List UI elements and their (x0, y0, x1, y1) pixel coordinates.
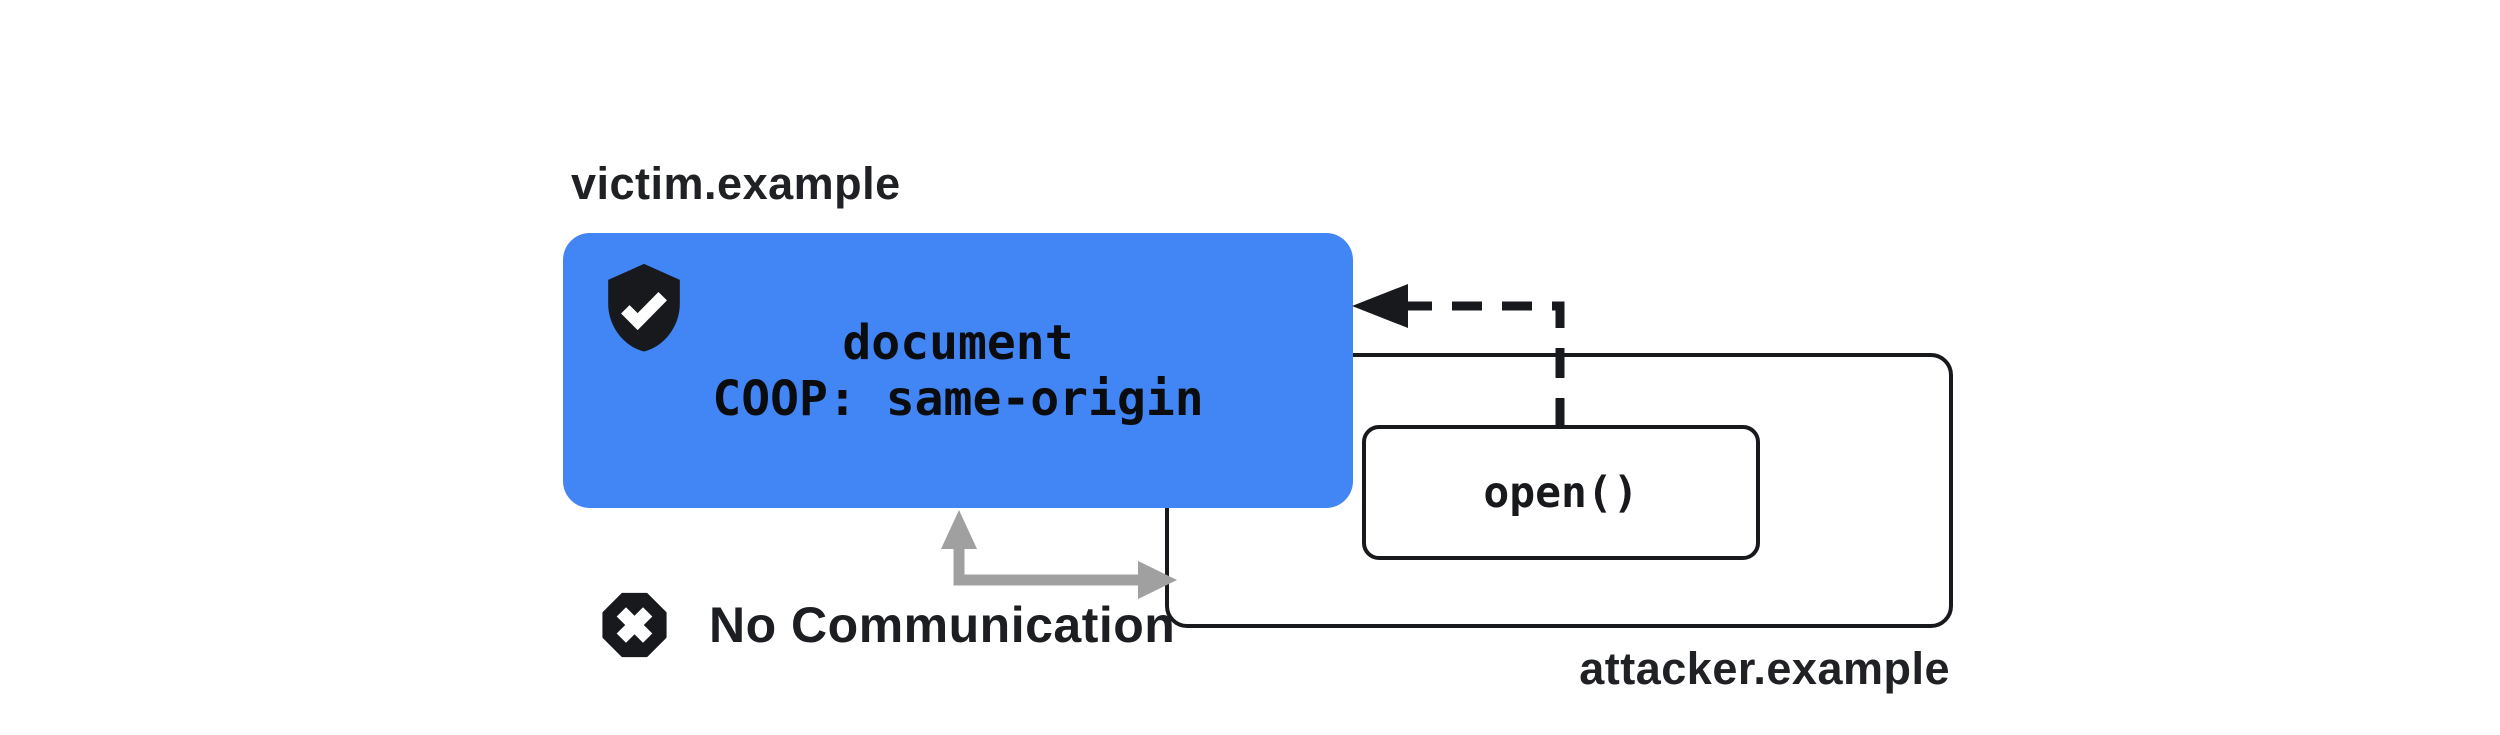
dashed-arrowhead-left (1352, 284, 1408, 328)
shield-check-icon (608, 263, 680, 352)
victim-domain-label: victim.example (571, 158, 901, 209)
no-communication-label: No Communication (709, 597, 1176, 653)
no-communication-badge: No Communication (596, 585, 1175, 665)
attacker-domain-label: attacker.example (1579, 643, 1950, 694)
open-call-box: open() (1362, 425, 1760, 560)
check-mark (621, 291, 667, 331)
gray-arrowhead-up (941, 510, 977, 549)
victim-document-box: document COOP: same-origin (563, 233, 1353, 508)
victim-coop-line: COOP: same-origin (712, 370, 1204, 427)
victim-document-line: document (842, 314, 1074, 371)
x-octagon-icon (602, 592, 667, 658)
x-mark (616, 607, 653, 643)
open-call-label: open() (1483, 467, 1639, 518)
